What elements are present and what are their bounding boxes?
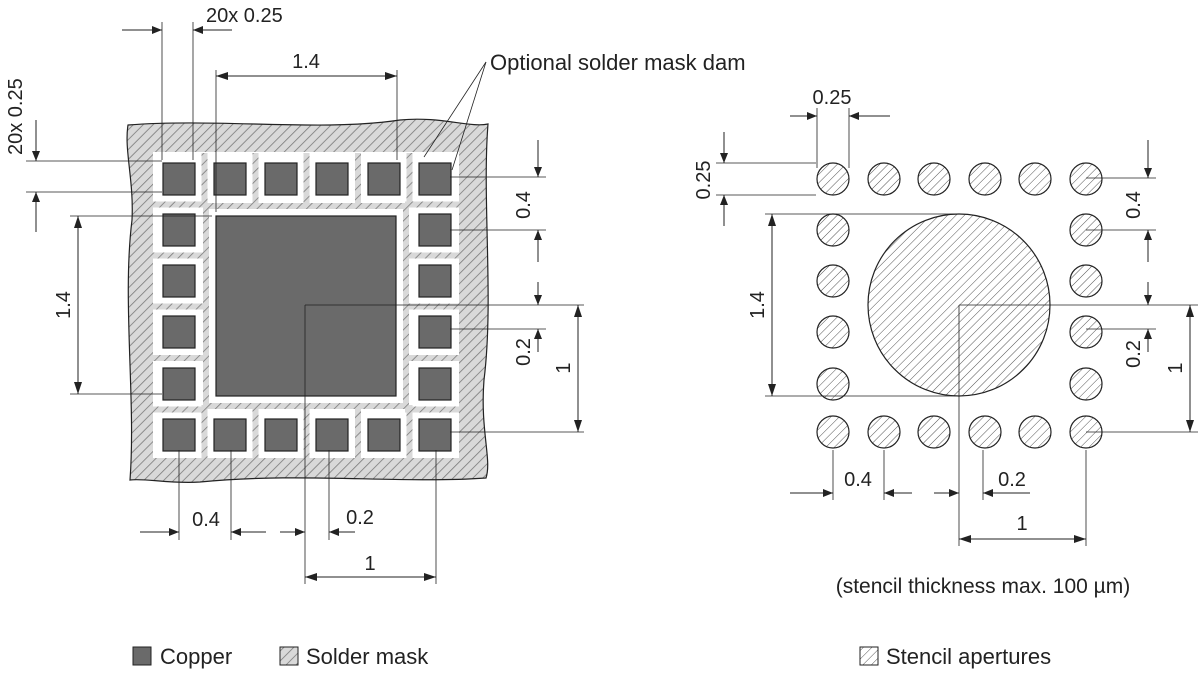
right-bottom-pad-label: 0.4	[844, 469, 872, 491]
copper-pad	[264, 418, 298, 452]
left-bottom-gap-label: 0.2	[346, 507, 374, 529]
stencil-aperture	[816, 415, 850, 449]
stencil-aperture	[968, 415, 1002, 449]
stencil-aperture	[917, 162, 951, 196]
solder-mask-dam	[303, 405, 310, 458]
solder-mask-dam	[203, 203, 409, 409]
right-side-pitch-label: 0.25	[693, 161, 715, 200]
solder-mask-dam	[153, 406, 205, 413]
left-dimensions: 20x 0.25 1.4 Optional solder mask dam 20…	[5, 5, 746, 584]
solder-mask-dam	[355, 153, 361, 205]
copper-pad	[418, 315, 452, 349]
stencil-aperture	[816, 367, 850, 401]
solder-mask-dam	[252, 153, 259, 205]
right-bottom-gap-label: 0.2	[998, 469, 1026, 491]
left-top-width-label: 1.4	[292, 51, 320, 73]
legend-copper-swatch	[132, 646, 152, 666]
solder-mask-dam	[303, 153, 310, 205]
left-right-gap-label: 0.2	[513, 338, 535, 366]
stencil-aperture	[816, 162, 850, 196]
legend-solder-mask-label: Solder mask	[306, 644, 429, 669]
stencil-aperture	[1069, 264, 1103, 298]
stencil-aperture	[867, 162, 901, 196]
copper-pad	[162, 213, 196, 247]
copper-pad	[213, 162, 247, 196]
solder-mask-dam	[153, 355, 205, 361]
stencil-aperture	[816, 315, 850, 349]
right-right-center-label: 1	[1165, 362, 1187, 373]
copper-pad	[162, 264, 196, 298]
solder-mask-dam	[405, 355, 459, 361]
stencil-aperture	[1018, 415, 1052, 449]
left-bottom-center-label: 1	[364, 553, 375, 575]
stencil-thickness-note: (stencil thickness max. 100 µm)	[836, 575, 1131, 598]
stencil-aperture	[968, 162, 1002, 196]
stencil-aperture	[917, 415, 951, 449]
legend-solder-mask-swatch	[279, 646, 299, 666]
solder-mask-dam	[201, 153, 208, 205]
legend: Copper Solder mask Stencil apertures	[132, 644, 1051, 669]
copper-pads	[162, 162, 452, 452]
solder-mask-dam	[201, 405, 208, 458]
solder-mask-view	[126, 118, 489, 483]
legend-stencil-swatch	[859, 646, 879, 666]
copper-pad	[264, 162, 298, 196]
left-side-height-label: 1.4	[53, 291, 75, 319]
stencil-view	[816, 162, 1103, 449]
left-right-center-label: 1	[553, 362, 575, 373]
right-right-pad-label: 0.4	[1123, 191, 1145, 219]
legend-stencil-label: Stencil apertures	[886, 644, 1051, 669]
solder-mask-dam	[405, 252, 459, 259]
stencil-aperture	[1069, 315, 1103, 349]
legend-copper-label: Copper	[160, 644, 232, 669]
stencil-aperture	[816, 213, 850, 247]
copper-pad	[315, 162, 349, 196]
left-side-pitch-label: 20x 0.25	[5, 78, 27, 155]
stencil-aperture	[1069, 367, 1103, 401]
right-top-pitch-label: 0.25	[813, 87, 852, 109]
solder-mask-dam	[252, 405, 259, 458]
stencil-aperture	[1018, 162, 1052, 196]
copper-pad	[418, 264, 452, 298]
stencil-aperture	[816, 264, 850, 298]
copper-pad	[367, 418, 401, 452]
copper-pad	[418, 418, 452, 452]
right-bottom-center-label: 1	[1016, 513, 1027, 535]
solder-mask-dam	[406, 405, 413, 458]
stencil-aperture	[1069, 162, 1103, 196]
solder-mask-dam	[406, 153, 413, 205]
stencil-aperture	[867, 415, 901, 449]
copper-pad	[418, 213, 452, 247]
left-top-pitch-label: 20x 0.25	[206, 5, 283, 27]
copper-pad	[162, 418, 196, 452]
copper-pad	[162, 367, 196, 401]
copper-pad	[162, 162, 196, 196]
solder-mask-dam	[405, 406, 459, 413]
copper-pad	[315, 418, 349, 452]
copper-pad	[367, 162, 401, 196]
left-bottom-pad-label: 0.4	[192, 509, 220, 531]
right-side-height-label: 1.4	[747, 291, 769, 319]
solder-mask-dam	[153, 201, 205, 208]
solder-mask-dam	[153, 303, 205, 310]
copper-pad	[418, 367, 452, 401]
copper-pad	[418, 162, 452, 196]
left-right-pad-label: 0.4	[513, 191, 535, 219]
copper-pad	[162, 315, 196, 349]
solder-mask-dam	[153, 252, 205, 259]
solder-mask-dam	[405, 303, 459, 310]
exposed-copper-pad	[215, 215, 397, 397]
right-dimensions: 0.25 0.25 1.4 0.4 0.2	[693, 87, 1198, 598]
solder-mask-dam-callout: Optional solder mask dam	[490, 50, 746, 75]
solder-mask-dams	[153, 153, 459, 458]
solder-mask-dam	[405, 201, 459, 208]
solder-mask-dam	[355, 405, 361, 458]
right-right-gap-label: 0.2	[1123, 340, 1145, 368]
copper-pad	[213, 418, 247, 452]
